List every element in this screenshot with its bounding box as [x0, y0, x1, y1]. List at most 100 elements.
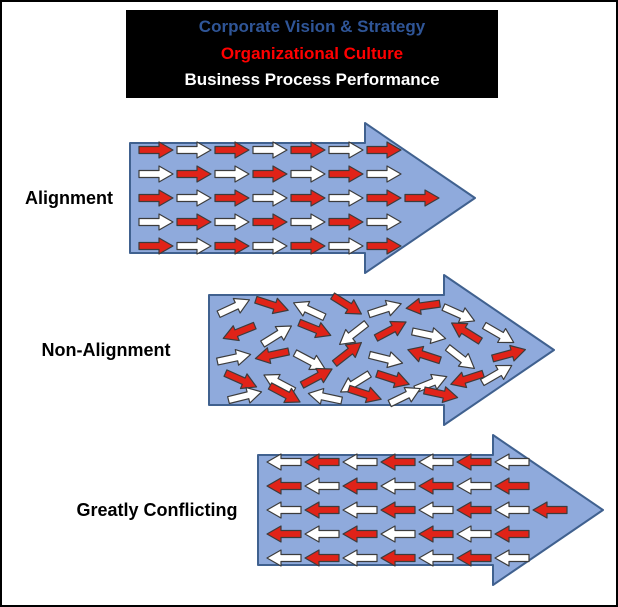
small-red-arrow: [456, 453, 492, 471]
small-red-arrow: [342, 525, 378, 543]
small-red-arrow: [418, 525, 454, 543]
small-white-arrow: [252, 189, 288, 207]
small-white-arrow: [418, 549, 454, 567]
small-white-arrow: [252, 141, 288, 159]
small-white-arrow: [367, 299, 402, 319]
small-white-arrow: [216, 348, 252, 366]
greatly-conflicting-arrow-graphic: [257, 434, 604, 586]
small-red-arrow: [494, 525, 530, 543]
small-red-arrow: [290, 141, 326, 159]
small-red-arrow: [138, 141, 174, 159]
small-white-arrow: [413, 373, 448, 394]
small-red-arrow: [176, 165, 212, 183]
header-line-organizational-culture: Organizational Culture: [220, 43, 404, 63]
small-white-arrow: [380, 525, 416, 543]
small-red-arrow: [366, 189, 402, 207]
small-red-arrow: [532, 501, 568, 519]
small-white-arrow: [456, 477, 492, 495]
small-red-arrow: [375, 369, 410, 389]
small-white-arrow: [214, 213, 250, 231]
small-white-arrow: [138, 165, 174, 183]
small-white-arrow: [290, 213, 326, 231]
small-red-arrow: [304, 453, 340, 471]
label-greatly-conflicting: Greatly Conflicting: [76, 500, 238, 520]
small-red-arrow: [222, 321, 257, 342]
small-white-arrow: [138, 213, 174, 231]
small-red-arrow: [342, 477, 378, 495]
small-red-arrow: [450, 322, 483, 345]
small-red-arrow: [380, 549, 416, 567]
small-red-arrow: [330, 292, 363, 315]
small-white-arrow: [266, 453, 302, 471]
small-red-arrow: [404, 189, 440, 207]
small-red-arrow: [290, 189, 326, 207]
small-white-arrow: [479, 364, 513, 387]
small-white-arrow: [176, 189, 212, 207]
small-red-arrow: [366, 141, 402, 159]
small-white-arrow: [214, 165, 250, 183]
small-red-arrow: [299, 367, 333, 389]
small-white-arrow: [342, 549, 378, 567]
small-red-arrow: [328, 165, 364, 183]
small-white-arrow: [328, 237, 364, 255]
small-red-arrow: [138, 237, 174, 255]
small-red-arrow: [456, 501, 492, 519]
small-white-arrow: [366, 165, 402, 183]
small-white-arrow: [418, 453, 454, 471]
small-red-arrow: [304, 501, 340, 519]
small-red-arrow: [214, 189, 250, 207]
small-white-arrow: [216, 297, 251, 318]
small-red-arrow: [347, 384, 382, 404]
small-white-arrow: [176, 237, 212, 255]
small-white-arrow: [456, 525, 492, 543]
small-white-arrow: [252, 237, 288, 255]
small-white-arrow: [266, 549, 302, 567]
small-red-arrow: [456, 549, 492, 567]
small-red-arrow: [418, 477, 454, 495]
small-red-arrow: [214, 141, 250, 159]
small-white-arrow: [380, 477, 416, 495]
small-white-arrow: [481, 321, 515, 344]
small-white-arrow: [227, 386, 263, 405]
label-non-alignment: Non-Alignment: [41, 340, 171, 360]
small-red-arrow: [290, 237, 326, 255]
small-white-arrow: [176, 141, 212, 159]
small-white-arrow: [266, 501, 302, 519]
small-white-arrow: [328, 189, 364, 207]
small-red-arrow: [407, 345, 442, 365]
small-white-arrow: [444, 344, 475, 370]
small-white-arrow: [307, 387, 343, 405]
header-line-business-process-performance: Business Process Performance: [184, 70, 440, 90]
small-white-arrow: [328, 141, 364, 159]
small-white-arrow: [494, 549, 530, 567]
small-red-arrow: [304, 549, 340, 567]
small-white-arrow: [342, 453, 378, 471]
small-white-arrow: [260, 325, 293, 348]
small-red-arrow: [267, 382, 301, 404]
small-white-arrow: [366, 213, 402, 231]
small-white-arrow: [304, 477, 340, 495]
small-red-arrow: [373, 320, 407, 342]
alignment-arrow-graphic: [129, 122, 476, 274]
small-white-arrow: [290, 165, 326, 183]
small-red-arrow: [423, 386, 459, 404]
small-red-arrow: [266, 477, 302, 495]
small-red-arrow: [494, 477, 530, 495]
small-red-arrow: [252, 213, 288, 231]
small-red-arrow: [450, 369, 485, 389]
small-red-arrow: [176, 213, 212, 231]
small-red-arrow: [214, 237, 250, 255]
small-red-arrow: [366, 237, 402, 255]
small-red-arrow: [297, 318, 332, 339]
small-red-arrow: [328, 213, 364, 231]
small-red-arrow: [331, 341, 362, 367]
small-red-arrow: [266, 525, 302, 543]
small-white-arrow: [368, 350, 404, 369]
small-white-arrow: [342, 501, 378, 519]
header-box: Corporate Vision & Strategy Organization…: [126, 10, 498, 98]
small-white-arrow: [411, 327, 447, 345]
small-red-arrow: [252, 165, 288, 183]
small-white-arrow: [441, 303, 476, 324]
non-alignment-arrow-graphic: [208, 274, 555, 426]
